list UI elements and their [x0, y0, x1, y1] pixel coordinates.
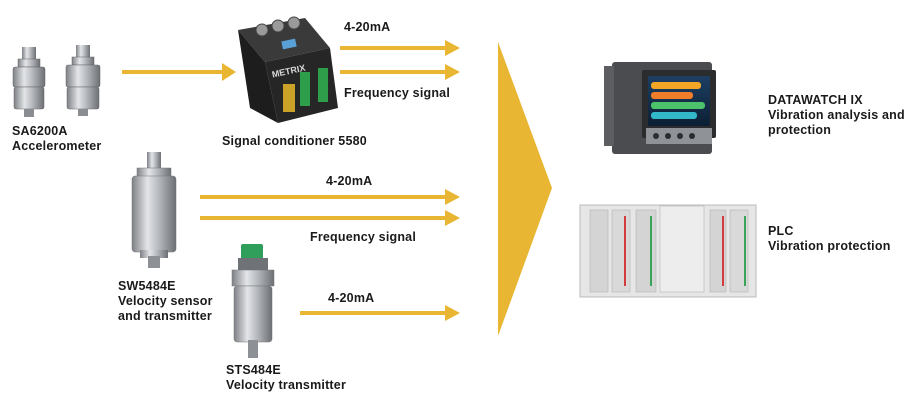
datawatch-name: DATAWATCH IX [768, 93, 863, 107]
signal-label-transmitter-current: 4-20mA [328, 291, 375, 305]
large-chevron-shape [498, 42, 552, 336]
accelerometer-description: Accelerometer [12, 139, 102, 153]
arrow-accelerometer-to-conditioner [122, 63, 236, 81]
arrow-transmitter-current [300, 305, 460, 321]
arrow-conditioner-frequency [340, 64, 460, 80]
datawatch-line1: Vibration analysis and [768, 108, 905, 122]
velocity-sensor-label: SW5484E Velocity sensor and transmitter [118, 279, 213, 324]
velocity-sensor-line2: and transmitter [118, 309, 212, 323]
conditioner-caption: Signal conditioner 5580 [222, 134, 367, 148]
velocity-sensor-line1: Velocity sensor [118, 294, 213, 308]
plc-label: PLC Vibration protection [768, 224, 891, 254]
datawatch-line2: protection [768, 123, 832, 137]
accelerometer-image-2 [65, 45, 101, 116]
velocity-transmitter-model: STS484E [226, 363, 281, 377]
arrow-sensor-current [200, 189, 460, 205]
datawatch-label: DATAWATCH IX Vibration analysis and prot… [768, 93, 905, 138]
velocity-transmitter-description: Velocity transmitter [226, 378, 347, 392]
accelerometer-label: SA6200A Accelerometer [12, 124, 101, 154]
signal-label-sensor-frequency: Frequency signal [310, 230, 417, 244]
velocity-transmitter-label: STS484E Velocity transmitter [226, 363, 346, 393]
datawatch-device-image [604, 62, 716, 154]
signal-label-sensor-current: 4-20mA [326, 174, 373, 188]
plc-device-image [579, 204, 757, 298]
plc-name: PLC [768, 224, 794, 238]
signal-label-conditioner-frequency: Frequency signal [344, 86, 451, 100]
velocity-transmitter-image [231, 244, 275, 358]
arrow-sensor-frequency [200, 210, 460, 226]
signal-conditioner-image: METRIX [238, 16, 338, 123]
velocity-sensor-model: SW5484E [118, 279, 176, 293]
signal-label-conditioner-current: 4-20mA [344, 20, 391, 34]
accelerometer-model: SA6200A [12, 124, 68, 138]
accelerometer-image-1 [12, 47, 46, 117]
plc-description: Vibration protection [768, 239, 891, 253]
arrow-conditioner-current [340, 40, 460, 56]
velocity-sensor-image [131, 152, 177, 268]
